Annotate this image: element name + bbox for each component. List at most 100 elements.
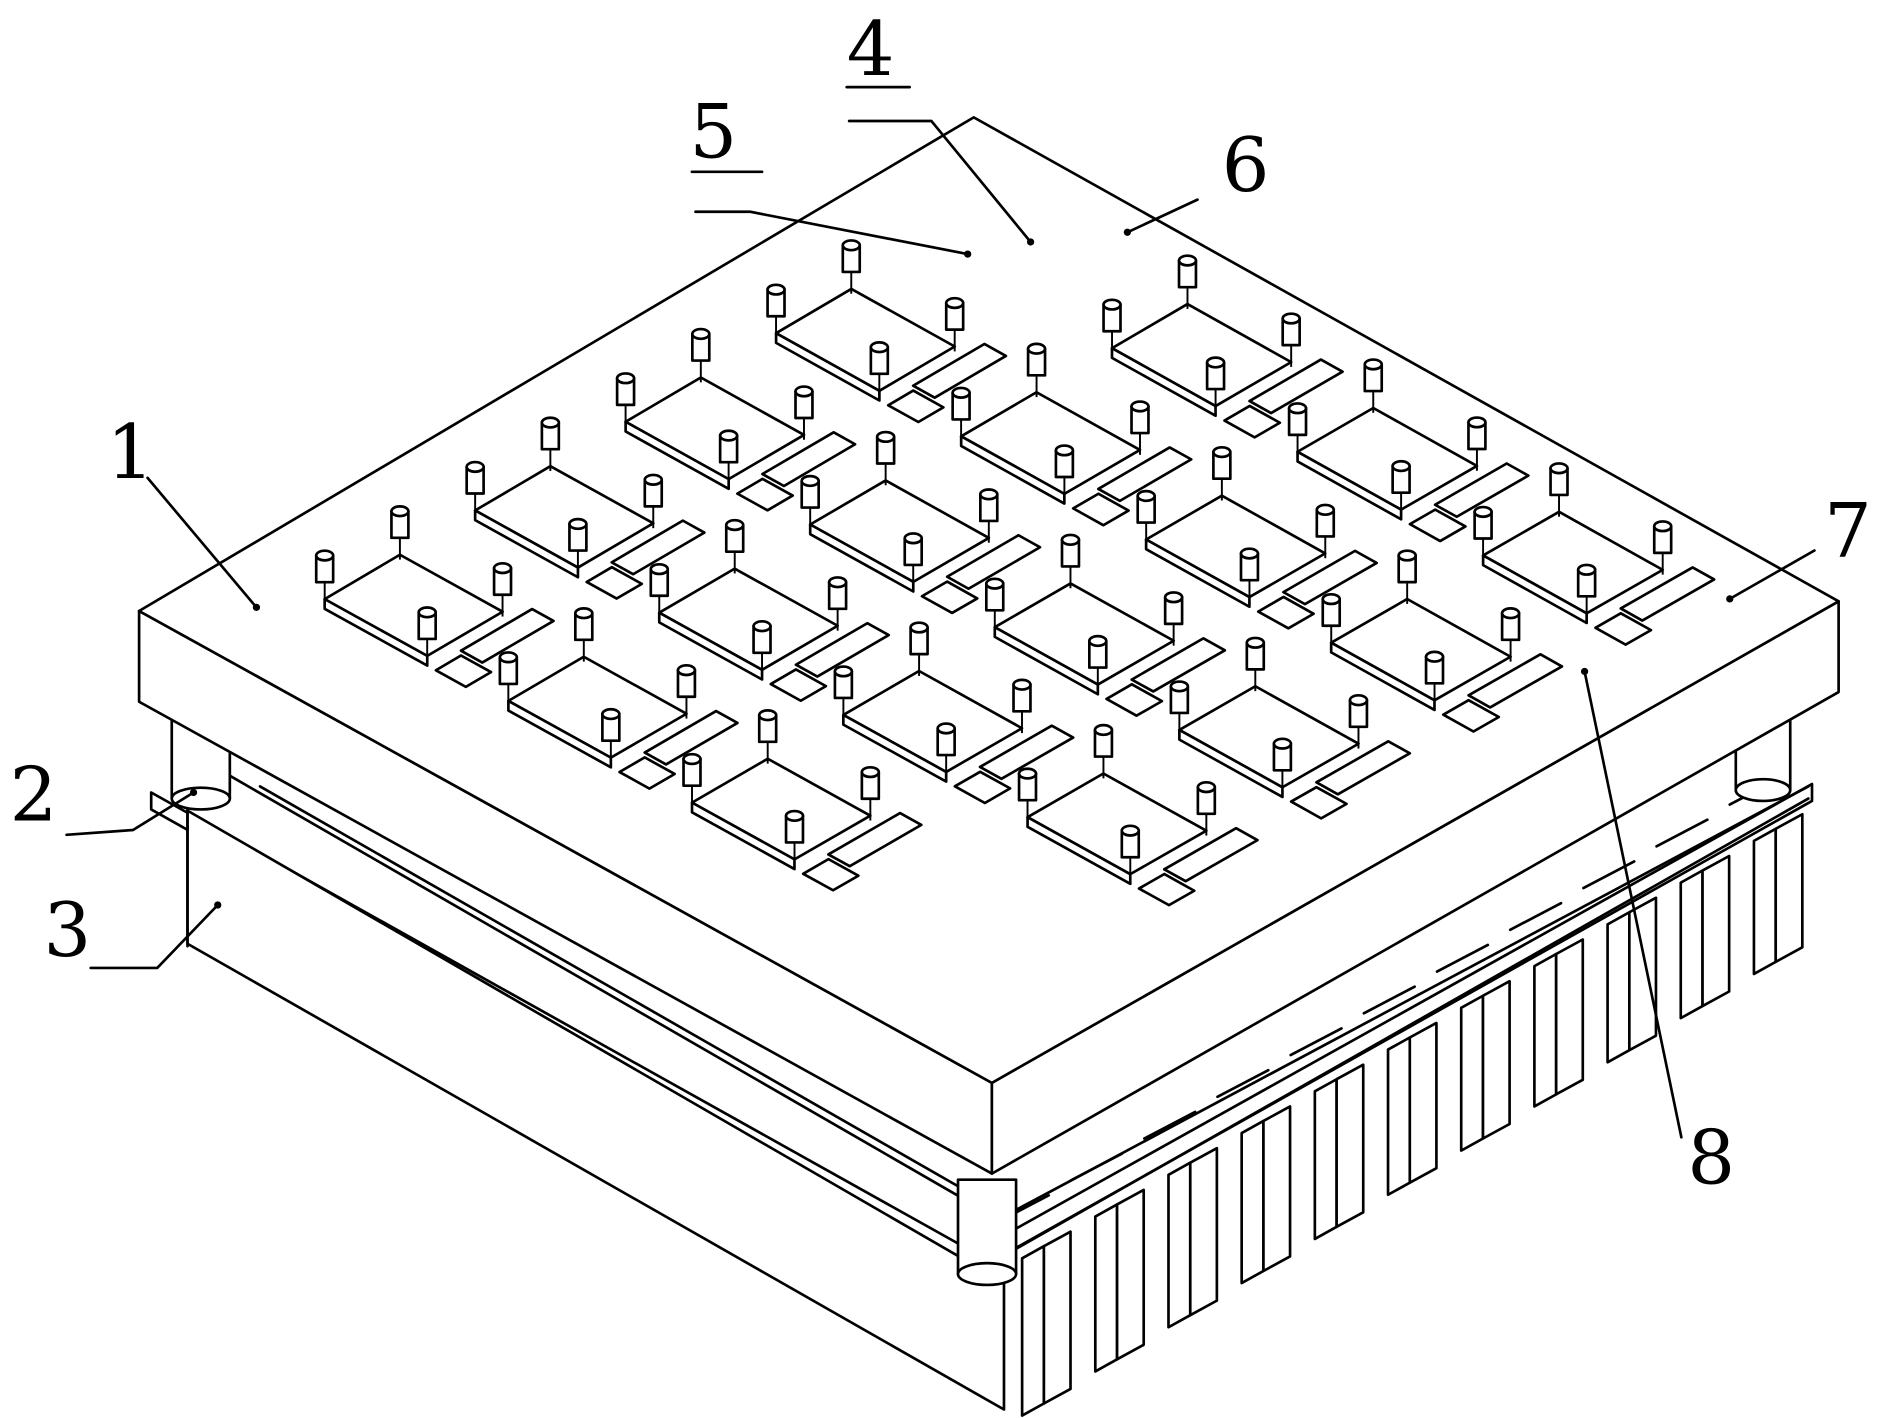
square-hole [1137,872,1196,907]
clamp-post-cap [1196,780,1217,794]
fin-front [1386,1036,1412,1197]
slot [978,724,1075,781]
socket-cell [1017,723,1259,907]
slot [610,519,706,576]
slot [827,811,923,868]
socket-cell [984,533,1227,717]
clamp-post-cap [1500,607,1521,620]
socket-cell [1287,358,1530,543]
clamp-post-cap [1060,533,1081,546]
clamp-post-cap [1321,592,1342,606]
clamp-post-cap [718,429,739,442]
clamp-post-cap [1169,680,1190,693]
socket-edge [1110,346,1217,418]
fin-side [1628,896,1658,1052]
clamp-post-cap [1576,563,1597,576]
socket-edge [323,597,429,667]
socket-cell [1473,462,1716,646]
clamp-post-cap [390,505,410,518]
clamp-post-cap [1272,737,1293,750]
square-hole [801,857,860,892]
slot [1467,652,1564,709]
square-hole [953,770,1012,805]
leader-arrowhead [1026,238,1035,246]
clamp-post-cap [903,532,924,545]
socket-edge [1481,554,1588,625]
socket-cell [498,607,739,790]
clamp-post-cap [1012,678,1032,691]
fin-front [1093,1203,1119,1373]
socket-edge [473,509,580,579]
clamp-post-cap [691,327,711,341]
square-hole [618,756,676,790]
clamp-post-cap [1549,462,1569,475]
socket-cell [682,709,923,892]
clamp-post-cap [643,473,664,486]
socket-edge [774,331,881,402]
slot [1433,462,1530,519]
component-sockets [314,239,1716,907]
fin-side [1042,1230,1072,1405]
leader-line-1 [146,476,258,609]
fin-side [1335,1063,1365,1229]
socket-cell [800,430,1042,615]
rail-line [226,773,963,1200]
callout-6: 6 [1222,121,1270,209]
support-column [956,1178,1018,1276]
fin-front [1533,952,1558,1108]
square-hole [769,668,828,703]
square-hole [736,477,794,512]
leader-line-4 [847,119,1032,244]
clamp-post-cap [682,752,702,766]
clamp-post-cap [615,372,636,385]
clamp-post-cap [1120,824,1141,837]
clamp-post-cap [1348,694,1369,707]
frame-rung [1289,1027,1343,1057]
fin-front [1752,827,1778,976]
column-base [956,1261,1018,1287]
square-hole [1256,595,1315,630]
clamp-post-cap [724,518,745,532]
socket-edge [1329,641,1436,712]
fin-front [1240,1119,1265,1285]
socket-edge [690,801,796,871]
clamp-post-cap [984,577,1005,590]
clamp-post-cap [1239,547,1260,560]
clamp-post-cap [540,416,561,429]
clamp-post-cap [1397,549,1417,562]
clamp-post-cap [766,283,786,296]
socket-cell [1102,254,1344,439]
leader-arrowhead [1580,667,1589,676]
callout-1: 1 [106,408,154,496]
slot [1130,637,1227,693]
frame-rail [1014,785,1810,1212]
square-hole [434,654,493,689]
clamp-post-cap [1026,342,1047,355]
callout-2: 2 [10,750,58,838]
fin-side [1115,1188,1146,1361]
leader-arrowhead [214,901,222,909]
callout-labels: 1 2 3 4 5 6 7 8 [10,5,1872,1201]
clamp-post-cap [1136,489,1156,503]
fin-front [1020,1244,1046,1417]
clamp-post-cap [1281,312,1301,325]
clamp-post-cap [1212,445,1232,459]
square-hole [1441,698,1501,733]
socket-cell [1321,549,1564,733]
square-hole [1105,682,1164,717]
square-hole [886,389,945,424]
square-hole [1408,508,1467,543]
clamp-post-cap [794,385,814,398]
socket-cell [766,239,1008,424]
leader-line-7 [1728,549,1816,601]
socket-edge [657,611,764,681]
leader-arrowhead [1123,228,1131,236]
slot [1162,826,1259,883]
leader-lines [65,85,1816,1139]
fin-front [1606,910,1631,1064]
clamp-post-cap [1245,636,1266,649]
callout-3: 3 [44,886,92,974]
clamp-post-cap [492,561,513,575]
fin-side [1188,1146,1219,1317]
